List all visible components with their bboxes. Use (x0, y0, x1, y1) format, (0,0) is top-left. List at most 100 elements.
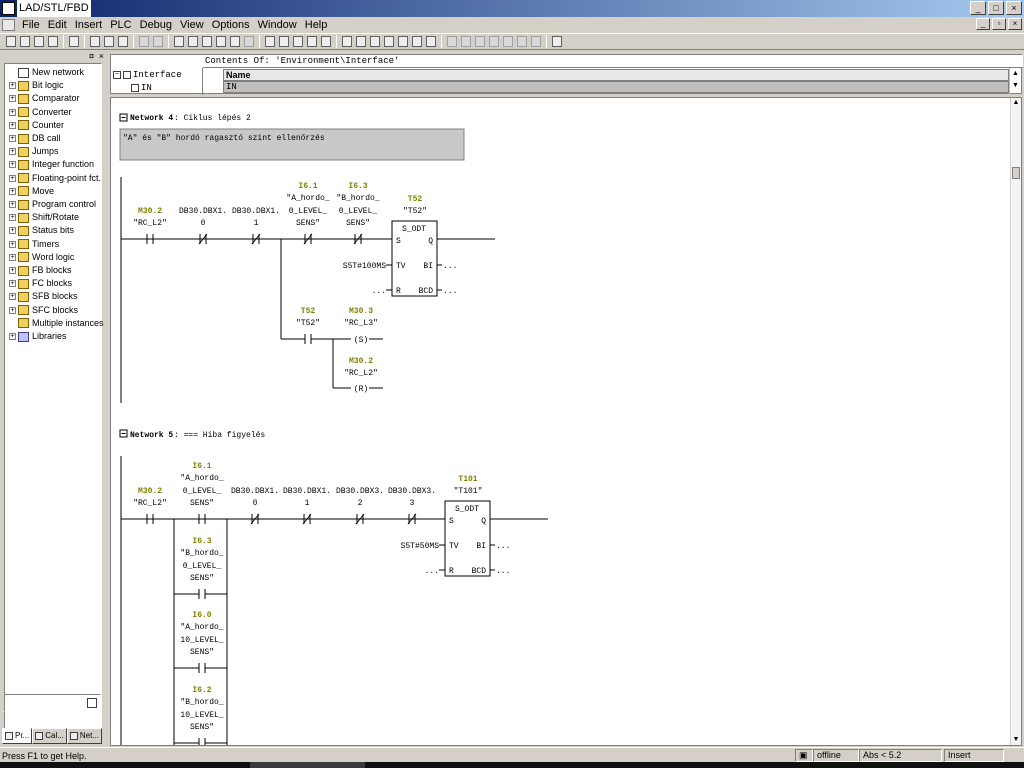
interface-scrollbar[interactable]: ▲▼ (1009, 68, 1021, 94)
coil-icon[interactable] (475, 36, 485, 47)
expand-icon[interactable]: + (9, 293, 16, 301)
scroll-down-icon[interactable]: ▼ (1012, 736, 1020, 743)
print-icon[interactable] (69, 36, 79, 47)
tree-item-new-network[interactable]: New network (5, 66, 84, 79)
expand-icon[interactable]: + (9, 306, 16, 314)
step-icon[interactable] (244, 36, 254, 47)
monitor-icon[interactable] (202, 36, 212, 47)
menu-plc[interactable]: PLC (110, 19, 132, 31)
tree-item-fc-blocks[interactable]: +FC blocks (5, 277, 72, 290)
expand-icon[interactable]: + (9, 121, 16, 129)
tree-item-floating-point-fct[interactable]: +Floating-point fct. (5, 172, 101, 185)
document-icon[interactable] (2, 19, 15, 31)
nc-contact-icon[interactable] (461, 36, 471, 47)
tab-program-elements[interactable]: Pr... (2, 728, 33, 744)
expand-icon[interactable]: + (9, 240, 16, 248)
scroll-up-icon[interactable]: ▲ (1012, 99, 1020, 106)
open-branch-icon[interactable] (503, 36, 513, 47)
tree-item-db-call[interactable]: +DB call (5, 132, 61, 145)
expand-icon[interactable]: + (9, 201, 16, 208)
paste-icon[interactable] (118, 36, 128, 47)
menu-help[interactable]: Help (304, 19, 328, 31)
expand-icon[interactable]: + (9, 227, 16, 235)
tree-item-word-logic[interactable]: +Word logic (5, 251, 74, 264)
program-elements-icon[interactable] (279, 36, 289, 47)
tree-item-status-bits[interactable]: +Status bits (5, 224, 74, 237)
maximize-button[interactable]: □ (988, 1, 1004, 15)
comment-icon[interactable] (307, 36, 317, 47)
symbol-icon[interactable] (426, 36, 436, 47)
save-icon[interactable] (48, 36, 58, 47)
help-info-icon[interactable] (87, 698, 97, 708)
close-panel-icon[interactable]: × (98, 51, 104, 61)
expand-icon[interactable]: + (9, 214, 16, 222)
copy-icon[interactable] (104, 36, 114, 47)
box-icon[interactable] (370, 36, 380, 47)
tree-item-sfb-blocks[interactable]: +SFB blocks (5, 290, 78, 303)
pin-icon[interactable]: ¤ (88, 51, 94, 61)
menu-debug[interactable]: Debug (139, 19, 173, 31)
menu-edit[interactable]: Edit (47, 19, 67, 31)
collapse-icon[interactable]: − (113, 71, 121, 79)
contact-icon[interactable] (412, 36, 422, 47)
expand-icon[interactable]: + (9, 82, 16, 90)
download-block-icon[interactable] (188, 36, 198, 47)
tree-item-multiple-instances[interactable]: Multiple instances (5, 317, 104, 330)
tree-item-counter[interactable]: +Counter (5, 119, 64, 132)
tree-item-jumps[interactable]: +Jumps (5, 145, 59, 158)
menu-options[interactable]: Options (211, 19, 250, 31)
expand-icon[interactable]: + (9, 95, 16, 103)
open-icon[interactable] (20, 36, 30, 47)
breakpoint-icon[interactable] (216, 36, 226, 47)
zoom-icon[interactable] (398, 36, 408, 47)
help-icon[interactable] (552, 36, 562, 47)
mdi-close-button[interactable]: × (1008, 18, 1022, 30)
branch-open-icon[interactable] (342, 36, 352, 47)
ladder-editor[interactable]: Network 4: Ciklus lépés 2"A" és "B" hord… (110, 97, 1022, 746)
menu-window[interactable]: Window (257, 19, 297, 31)
interface-tree-in[interactable]: IN (131, 83, 152, 93)
tree-item-integer-function[interactable]: +Integer function (5, 158, 94, 171)
tree-item-libraries[interactable]: +Libraries (5, 330, 67, 343)
close-branch-icon[interactable] (531, 36, 541, 47)
jump-icon[interactable] (517, 36, 527, 47)
download-icon[interactable] (34, 36, 44, 47)
tree-item-sfc-blocks[interactable]: +SFC blocks (5, 304, 78, 317)
compile-icon[interactable] (174, 36, 184, 47)
cut-icon[interactable] (90, 36, 100, 47)
empty-box-icon[interactable] (489, 36, 499, 47)
expand-icon[interactable]: + (9, 280, 16, 288)
mdi-minimize-button[interactable]: _ (976, 18, 990, 30)
expand-icon[interactable]: + (9, 108, 16, 116)
interface-tree-root[interactable]: −Interface (113, 70, 182, 80)
app-icon[interactable] (2, 2, 15, 15)
scroll-thumb[interactable] (1012, 167, 1020, 179)
tree-item-move[interactable]: +Move (5, 185, 54, 198)
no-contact-icon[interactable] (447, 36, 457, 47)
mdi-restore-button[interactable]: ▫ (992, 18, 1006, 30)
minimize-button[interactable]: _ (970, 1, 986, 15)
redo-icon[interactable] (153, 36, 163, 47)
editor-scrollbar[interactable]: ▲ ▼ (1010, 98, 1021, 745)
tab-call-structure[interactable]: Cal... (32, 728, 67, 744)
undo-icon[interactable] (139, 36, 149, 47)
expand-icon[interactable]: + (9, 174, 16, 182)
expand-icon[interactable]: + (9, 253, 16, 261)
expand-icon[interactable]: + (9, 187, 16, 195)
tree-item-bit-logic[interactable]: +Bit logic (5, 79, 64, 92)
expand-icon[interactable]: + (9, 135, 16, 142)
branch-close-icon[interactable] (356, 36, 366, 47)
tree-item-shift-rotate[interactable]: +Shift/Rotate (5, 211, 79, 224)
menu-view[interactable]: View (180, 19, 204, 31)
tree-item-timers[interactable]: +Timers (5, 238, 59, 251)
menu-insert[interactable]: Insert (74, 19, 103, 31)
expand-icon[interactable]: + (9, 267, 16, 274)
tree-item-fb-blocks[interactable]: +FB blocks (5, 264, 72, 277)
tab-networks[interactable]: Net... (66, 728, 103, 744)
address-icon[interactable] (321, 36, 331, 47)
network-icon[interactable] (293, 36, 303, 47)
menu-file[interactable]: File (22, 19, 40, 31)
tree-item-converter[interactable]: +Converter (5, 106, 72, 119)
expand-icon[interactable]: + (9, 148, 16, 156)
close-button[interactable]: × (1006, 1, 1022, 15)
